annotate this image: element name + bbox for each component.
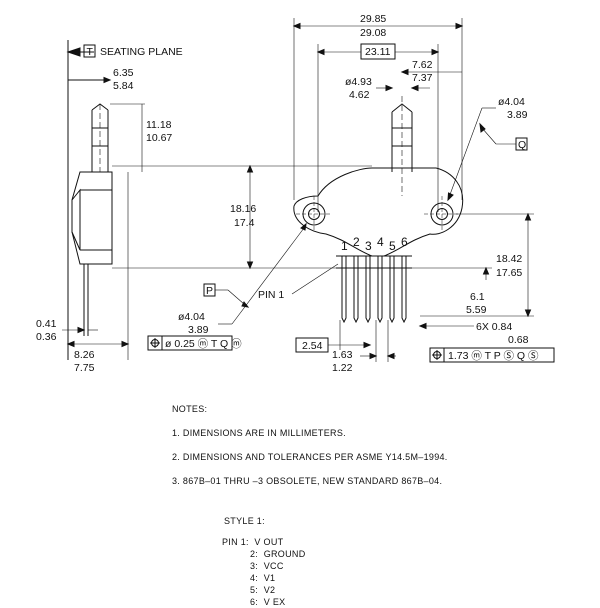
side-dim-top-max: 6.35 <box>113 67 134 79</box>
dim-right-height-min: 17.65 <box>496 267 522 279</box>
fcf-right: 1.73 ⓜ T P Ⓢ Q Ⓢ <box>429 347 555 363</box>
style-pin: PIN 1: V OUT <box>222 537 284 547</box>
dim-height-min: 17.4 <box>234 217 255 229</box>
seating-plane-label: SEATING PLANE <box>100 46 183 58</box>
dim-port-dia-min: 4.62 <box>349 89 370 101</box>
pin-number-1: 1 <box>341 239 348 253</box>
datum-p: P <box>206 285 213 297</box>
dim-height-max: 18.16 <box>230 203 256 215</box>
style-heading: STYLE 1: <box>224 516 265 526</box>
pin1-label: PIN 1 <box>258 289 284 301</box>
lead-pin-6 <box>401 256 407 324</box>
note-item: 1. DIMENSIONS ARE IN MILLIMETERS. <box>172 428 346 438</box>
fcf-left-text: ø 0.25 ⓜ T Q ⓜ <box>165 338 242 350</box>
style-pin: 2: GROUND <box>222 549 306 559</box>
dim-hole-right-max: ø4.04 <box>498 96 525 108</box>
package-body <box>293 167 464 257</box>
fcf-right-text: 1.73 ⓜ T P Ⓢ Q Ⓢ <box>448 350 539 362</box>
dim-port-offset-max: 7.62 <box>412 59 433 71</box>
side-dim-port-max: 11.18 <box>146 119 172 131</box>
dim-pitch-small-min: 1.22 <box>332 362 353 374</box>
style-pin: 4: V1 <box>222 573 276 583</box>
lead-pin-4 <box>377 256 383 324</box>
note-item: 3. 867B–01 THRU –3 OBSOLETE, NEW STANDAR… <box>172 476 443 486</box>
dim-lead-w-min: 0.68 <box>508 334 529 346</box>
pin-number-6: 6 <box>401 235 408 249</box>
dim-pitch: 2.54 <box>302 340 323 352</box>
datum-t-box <box>83 44 96 58</box>
dim-hole-left-max: ø4.04 <box>178 311 205 323</box>
dim-basic-box <box>360 43 396 60</box>
style-pin: 3: VCC <box>222 561 284 571</box>
dim-overall-min: 29.08 <box>360 27 386 39</box>
side-dim-lead-min: 0.36 <box>36 331 57 343</box>
side-dim-lead-max: 0.41 <box>36 318 57 330</box>
dim-hole-right-min: 3.89 <box>507 109 528 121</box>
datum-q: Q <box>518 139 526 151</box>
side-dim-bottom-max: 8.26 <box>74 349 95 361</box>
notes-block: NOTES: 1. DIMENSIONS ARE IN MILLIMETERS.… <box>172 402 448 608</box>
pin-number-4: 4 <box>377 235 384 249</box>
notes-heading: NOTES: <box>172 404 208 414</box>
leads-group <box>341 256 407 324</box>
dim-port-dia-max: ø4.93 <box>345 76 372 88</box>
lead-pin-2 <box>353 256 359 324</box>
note-item: 2. DIMENSIONS AND TOLERANCES PER ASME Y1… <box>172 452 448 462</box>
datum-t: T <box>87 46 94 58</box>
dim-lead-len-max: 6.1 <box>470 291 485 303</box>
dim-pitch-small-max: 1.63 <box>332 349 353 361</box>
lead-pin-3 <box>365 256 371 324</box>
dim-overall-max: 29.85 <box>360 13 386 25</box>
style-pin: 6: V EX <box>222 597 286 607</box>
lead-pin-1 <box>341 256 347 324</box>
pin-number-3: 3 <box>365 239 372 253</box>
side-dim-top-min: 5.84 <box>113 80 134 92</box>
side-view: T SEATING PLANE 6.35 5.84 11.18 10.67 0.… <box>36 40 183 374</box>
front-view: 29.85 29.08 23.11 ø4.93 4.62 7.62 7.37 <box>147 13 555 374</box>
style-pin: 5: V2 <box>222 585 276 595</box>
side-dim-bottom-min: 7.75 <box>74 362 95 374</box>
dim-port-offset-min: 7.37 <box>412 72 433 84</box>
fcf-left: ø 0.25 ⓜ T Q ⓜ <box>147 335 242 351</box>
pin-number-2: 2 <box>353 235 360 249</box>
dim-hole-left-min: 3.89 <box>188 324 209 336</box>
pin-number-5: 5 <box>389 239 396 253</box>
side-dim-port-min: 10.67 <box>146 132 172 144</box>
dim-lead-len-min: 5.59 <box>466 304 487 316</box>
dim-lead-w-max: 6X 0.84 <box>476 321 512 333</box>
dim-right-height-max: 18.42 <box>496 253 522 265</box>
dim-basic: 23.11 <box>365 46 391 58</box>
lead-pin-5 <box>389 256 395 324</box>
